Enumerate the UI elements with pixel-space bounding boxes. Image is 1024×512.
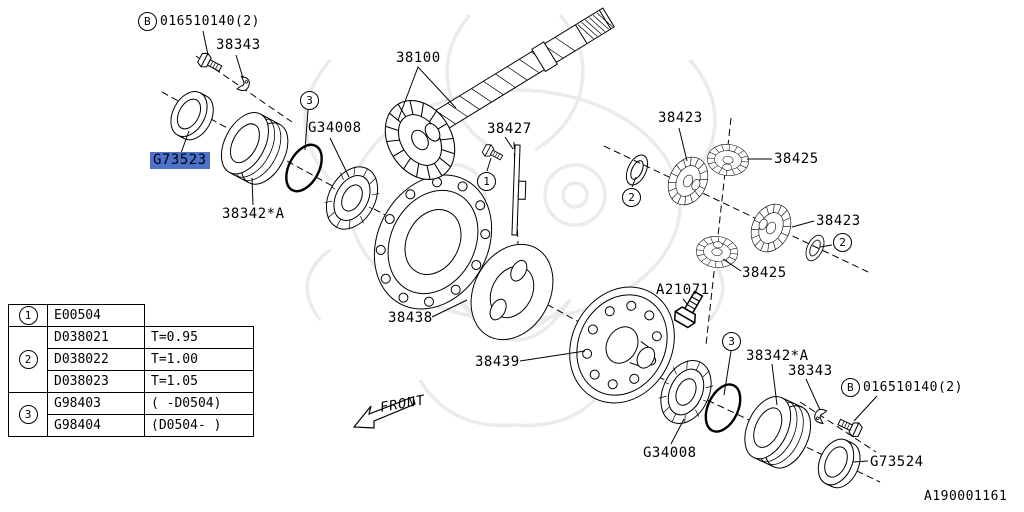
- part-label-bearing-left[interactable]: G34008: [308, 120, 362, 136]
- pinion-pin-drawing: [511, 144, 527, 236]
- retainer-left-drawing: [211, 104, 299, 193]
- table-spec: T=1.00: [144, 348, 254, 371]
- oil-seal-left-drawing: [163, 84, 222, 147]
- table-ref-badge: 3: [18, 405, 38, 424]
- part-label-oil-seal-left[interactable]: G73523: [150, 152, 210, 169]
- pinion-gear-lower-drawing: [695, 234, 740, 269]
- part-number: 016510140(2): [863, 380, 963, 395]
- part-label-side-gear-upper[interactable]: 38423: [658, 110, 703, 126]
- bearing-left-drawing: [315, 157, 389, 239]
- table-ref-badge: 1: [18, 306, 38, 325]
- part-label-drive-pinion[interactable]: 38100: [396, 50, 441, 66]
- table-row: 1 E00504: [8, 304, 254, 327]
- table-row: 2 D038021 T=0.95: [8, 326, 254, 393]
- snap-ring-bottom-drawing: [812, 406, 829, 425]
- part-label-flange-bolt-bottom[interactable]: B 016510140(2): [841, 378, 963, 397]
- leader-lines: [180, 30, 878, 463]
- table-row: 3 G98403 ( -D0504): [8, 392, 254, 437]
- part-label-flange-bolt-top[interactable]: B 016510140(2): [138, 12, 260, 31]
- ref-badge-bolt[interactable]: 1: [477, 172, 496, 191]
- pin-bolt-drawing: [480, 142, 505, 164]
- drawing-number: A190001161: [924, 489, 1008, 504]
- table-part-number[interactable]: D038021: [47, 326, 145, 349]
- drive-pinion-shaft-drawing: [431, 7, 615, 133]
- front-arrow: [352, 396, 416, 429]
- table-spec: T=1.05: [144, 370, 254, 393]
- part-label-ring-gear[interactable]: 38439: [475, 354, 520, 370]
- table-row: D038023 T=1.05: [9, 370, 254, 393]
- table-part-number[interactable]: G98404: [47, 414, 145, 437]
- ring-gear-drawing: [569, 286, 675, 404]
- part-label-pinion-pin[interactable]: 38427: [487, 121, 532, 137]
- part-label-snap-ring-bottom[interactable]: 38343: [788, 363, 833, 379]
- flange-bolt-top-drawing: [196, 50, 225, 76]
- part-label-pinion-gear-lower[interactable]: 38425: [742, 265, 787, 281]
- diff-case-drawing: [373, 174, 493, 310]
- ref-badge-oring-left[interactable]: 3: [300, 91, 319, 110]
- side-gear-lower-drawing: [744, 198, 799, 259]
- part-label-retainer-left[interactable]: 38342*A: [222, 206, 285, 222]
- table-spec: (D0504- ): [144, 414, 254, 437]
- ref-badge-oring-right[interactable]: 3: [722, 332, 741, 351]
- table-row: G98404 (D0504- ): [9, 414, 254, 437]
- table-row: D038022 T=1.00: [9, 348, 254, 371]
- table-part-number[interactable]: G98403: [47, 392, 145, 415]
- table-spec: T=0.95: [144, 326, 254, 349]
- retainer-right-drawing: [735, 388, 821, 476]
- part-label-retainer-right[interactable]: 38342*A: [746, 348, 809, 364]
- table-part-number[interactable]: E00504: [47, 304, 145, 327]
- pinion-gear-upper-drawing: [706, 142, 751, 177]
- table-ref-badge: 2: [18, 350, 38, 369]
- part-label-case-bolt[interactable]: A21071: [656, 282, 710, 298]
- part-label-diff-case[interactable]: 38438: [388, 310, 433, 326]
- part-label-bearing-right[interactable]: G34008: [643, 445, 697, 461]
- part-number: 016510140(2): [160, 14, 260, 29]
- circle-b-badge: B: [841, 378, 860, 397]
- circle-b-badge: B: [138, 12, 157, 31]
- part-label-pinion-gear-upper[interactable]: 38425: [774, 151, 819, 167]
- table-part-number[interactable]: D038023: [47, 370, 145, 393]
- oil-seal-right-drawing: [810, 432, 868, 494]
- part-label-side-gear-lower[interactable]: 38423: [816, 213, 861, 229]
- part-label-oil-seal-right[interactable]: G73524: [870, 454, 924, 470]
- table-part-number[interactable]: D038022: [47, 348, 145, 371]
- reference-table: 1 E00504 2 D038021 T=0.95 D038022 T=1.00…: [8, 304, 254, 437]
- ref-badge-washer-lower[interactable]: 2: [833, 233, 852, 252]
- thrust-washer-lower-drawing: [801, 232, 829, 264]
- table-spec: ( -D0504): [144, 392, 254, 415]
- ref-badge-washer-upper[interactable]: 2: [622, 188, 641, 207]
- diff-case-body-drawing: [470, 243, 554, 341]
- part-label-snap-ring-top[interactable]: 38343: [216, 37, 261, 53]
